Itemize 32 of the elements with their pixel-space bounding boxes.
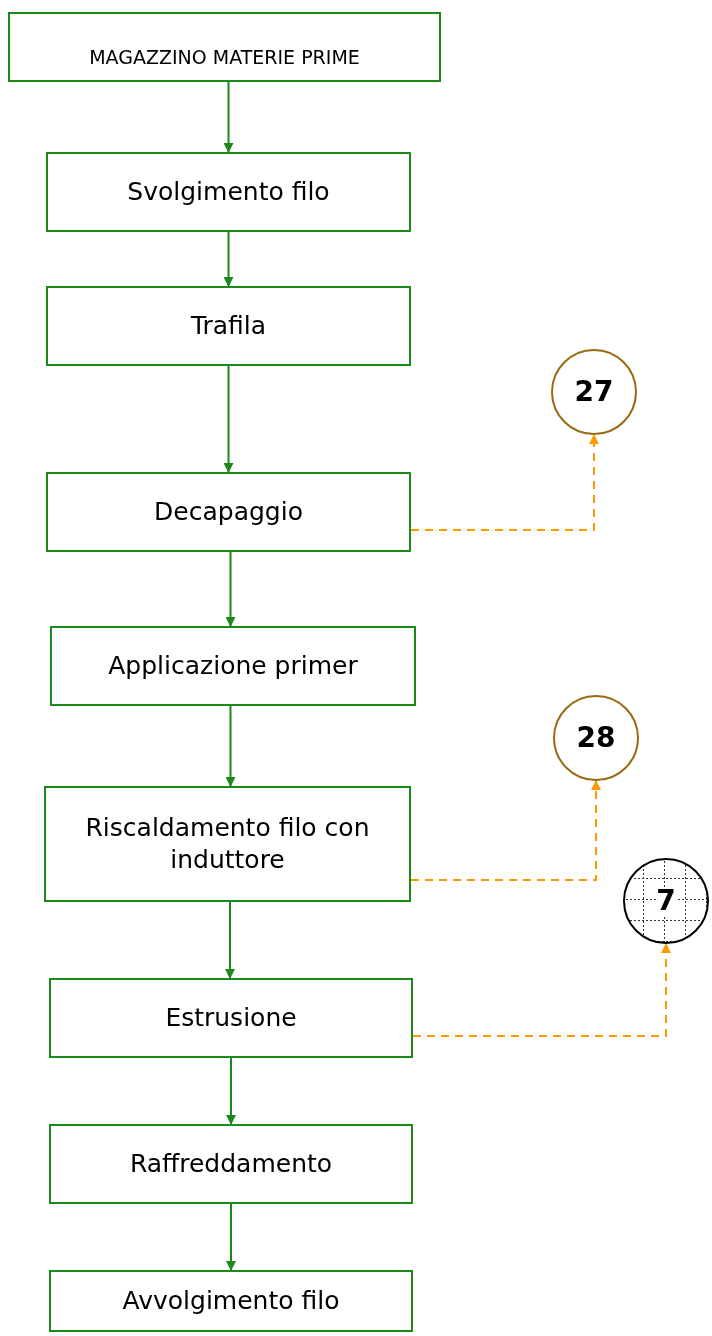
- process-box: [49, 978, 413, 1058]
- process-label: Riscaldamento filo con induttore: [84, 811, 371, 876]
- arrow: [412, 943, 671, 1037]
- arrow: [226, 1057, 236, 1125]
- process-box: [46, 152, 411, 232]
- process-label: Svolgimento filo: [127, 175, 330, 208]
- process-label: Estrusione: [165, 1001, 297, 1034]
- arrow: [225, 705, 236, 787]
- process-box: [8, 12, 441, 82]
- arrow: [226, 1203, 236, 1271]
- arrow: [410, 780, 601, 881]
- process-box: [49, 1124, 413, 1204]
- reference-number: 27: [574, 378, 614, 406]
- arrow: [410, 434, 599, 531]
- process-label: Raffreddamento: [129, 1147, 333, 1180]
- arrow: [223, 81, 234, 153]
- process-box: [46, 286, 411, 366]
- reference-number: 7: [656, 887, 676, 915]
- arrow: [225, 901, 235, 979]
- arrow: [223, 365, 234, 473]
- process-label: Avvolgimento filo: [122, 1284, 340, 1317]
- process-label: MAGAZZINO MATERIE PRIME: [89, 45, 360, 70]
- process-label: Decapaggio: [154, 495, 303, 528]
- process-box: [49, 1270, 413, 1332]
- process-label: Trafila: [190, 309, 267, 342]
- arrow: [223, 231, 234, 287]
- process-box: [46, 472, 411, 552]
- arrow: [225, 551, 236, 627]
- reference-number: 28: [576, 724, 616, 752]
- process-box: [44, 786, 411, 902]
- process-box: [50, 626, 416, 706]
- process-label: Applicazione primer: [108, 649, 358, 682]
